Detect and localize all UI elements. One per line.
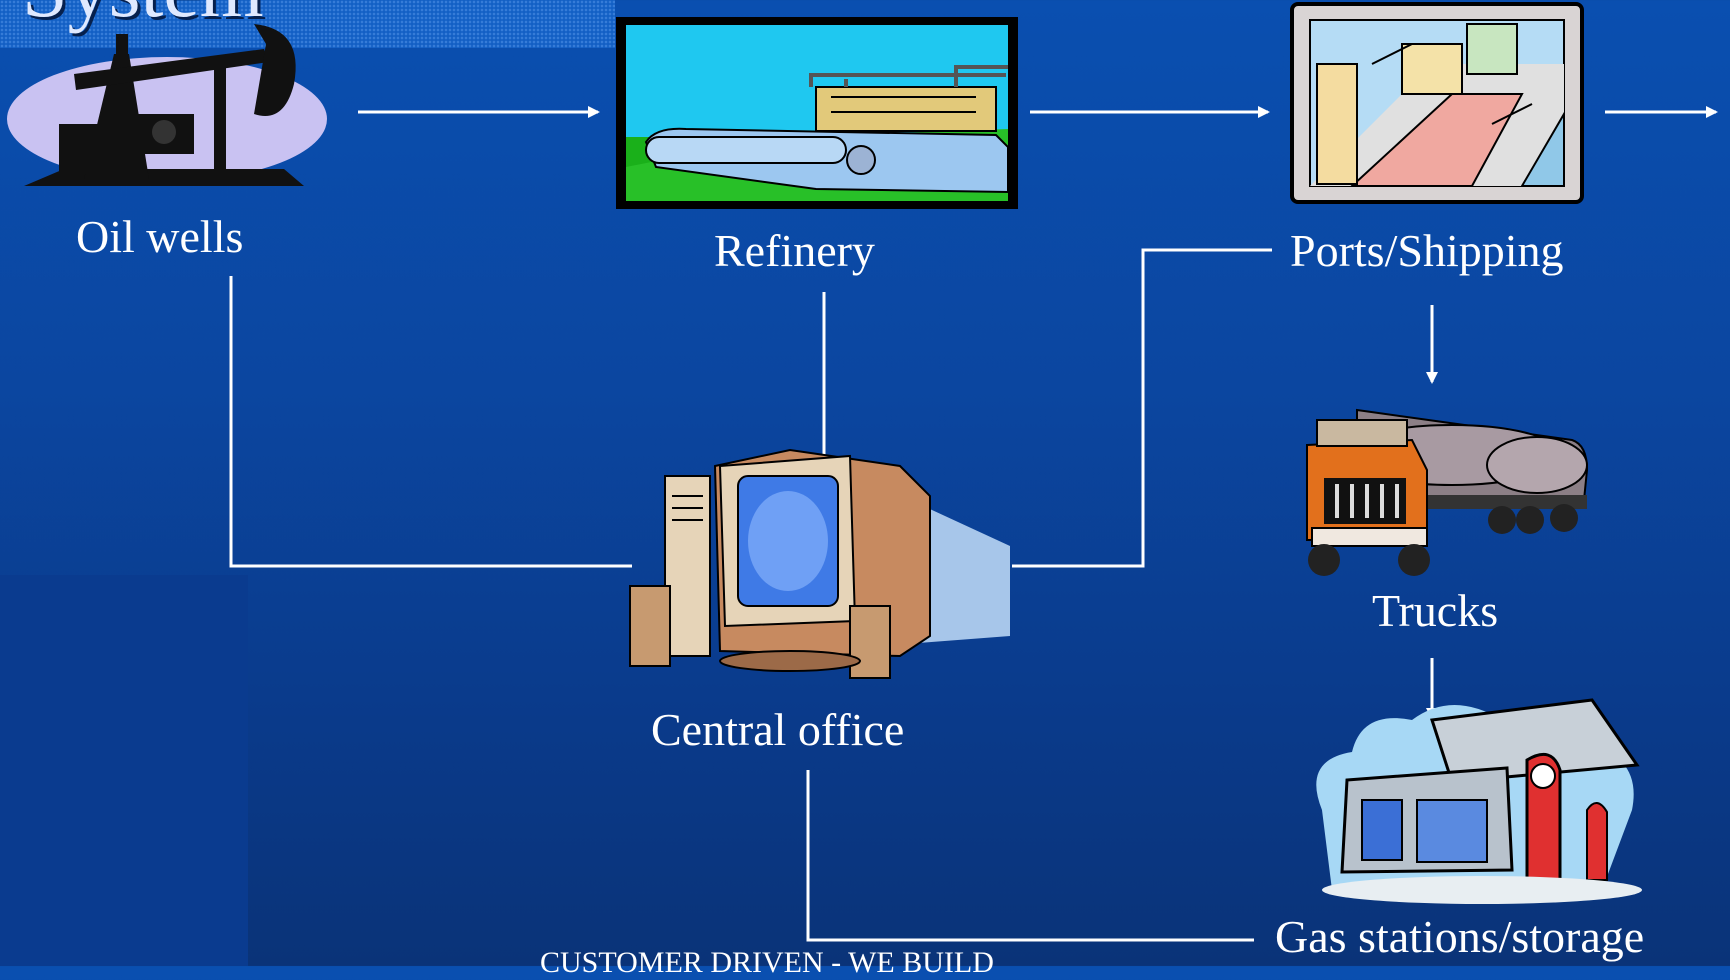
gas-station-icon [1316,698,1642,904]
slide-footer: CUSTOMER DRIVEN - WE BUILD [540,946,994,979]
background-strip [0,575,248,966]
slide-title: System [22,0,263,36]
refinery-plant-icon [616,17,1018,209]
title-dot-pattern [0,0,615,48]
link-office-to-ports [1012,248,1272,568]
tanker-truck-icon [1306,408,1589,576]
label-trucks: Trucks [1372,585,1499,636]
label-refinery: Refinery [714,225,875,276]
oil-pump-jack-icon [7,24,327,186]
label-ports-shipping: Ports/Shipping [1290,225,1564,276]
link-office-to-stations [806,770,1254,942]
computer-workstation-icon [629,448,1010,679]
label-oil-wells: Oil wells [76,211,244,262]
port-city-icon [1290,2,1584,204]
label-gas-stations: Gas stations/storage [1275,911,1645,962]
link-wells-to-office [229,276,632,568]
label-central-office: Central office [651,704,905,755]
